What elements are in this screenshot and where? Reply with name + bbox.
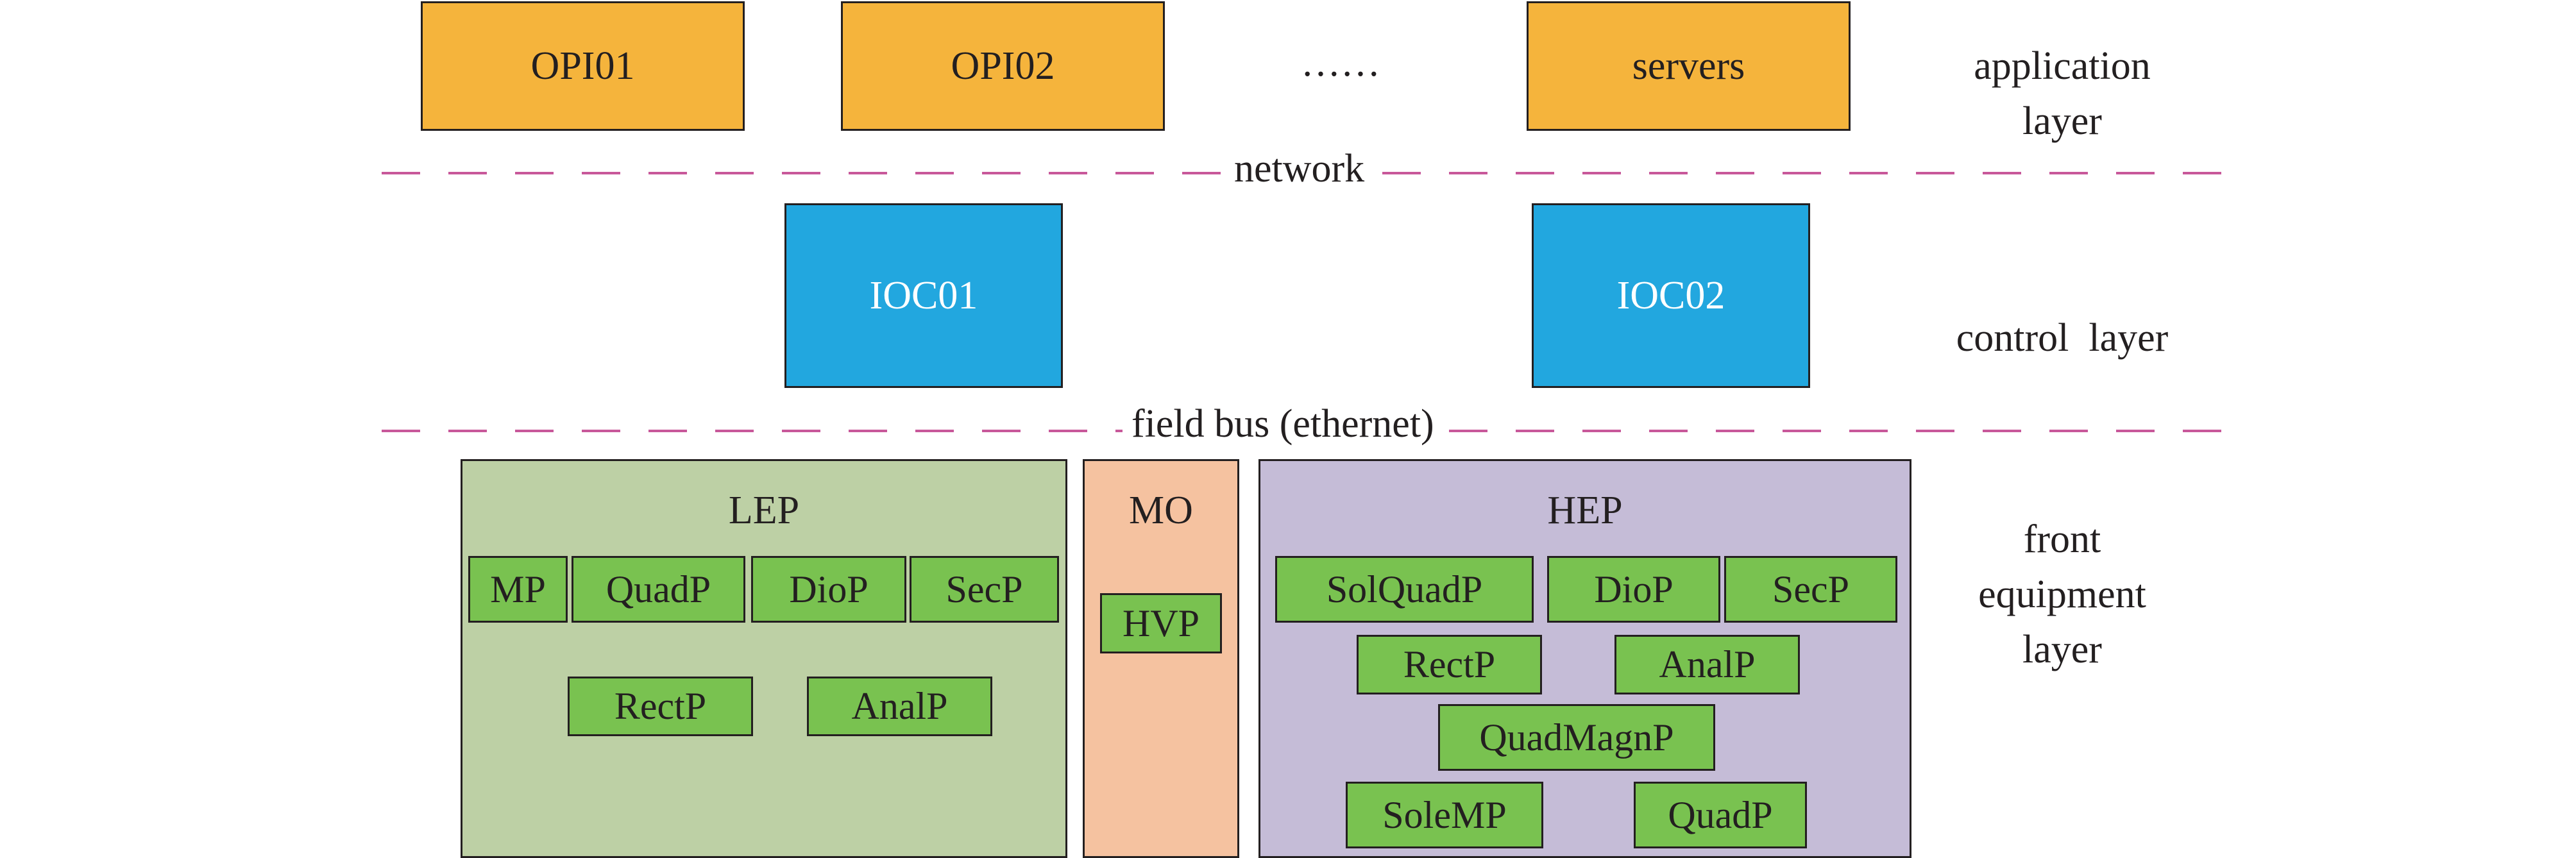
mo-hvp: HVP bbox=[1100, 593, 1222, 653]
lep-diop: DioP bbox=[751, 556, 906, 623]
lep-title: LEP bbox=[728, 489, 800, 532]
front-layer-label-line1: front bbox=[2023, 517, 2101, 561]
lep-analp: AnalP bbox=[807, 677, 992, 736]
mo-group: MO bbox=[1083, 459, 1239, 858]
hep-solquadp: SolQuadP bbox=[1275, 556, 1534, 623]
lep-rectp: RectP bbox=[568, 677, 753, 736]
front-layer-label-line3: layer bbox=[2022, 628, 2102, 671]
hep-title: HEP bbox=[1547, 489, 1623, 532]
lep-mp: MP bbox=[468, 556, 568, 623]
network-label: network bbox=[1225, 146, 1374, 192]
hep-diop: DioP bbox=[1547, 556, 1720, 623]
hep-rectp: RectP bbox=[1357, 635, 1542, 694]
control-layer-label: control layer bbox=[1956, 316, 2169, 360]
hep-solemp: SoleMP bbox=[1346, 782, 1543, 848]
application-layer-label-line1: application bbox=[1974, 44, 2151, 88]
front-layer-label-line2: equipment bbox=[1978, 573, 2146, 616]
ellipsis-more-nodes: …… bbox=[1301, 41, 1380, 85]
opi01-node: OPI01 bbox=[421, 1, 745, 131]
ioc01-node: IOC01 bbox=[784, 203, 1063, 388]
hep-secp: SecP bbox=[1724, 556, 1897, 623]
servers-node: servers bbox=[1527, 1, 1851, 131]
mo-title: MO bbox=[1129, 489, 1193, 532]
application-layer-label: application layer bbox=[1924, 38, 2200, 149]
lep-group: LEP bbox=[461, 459, 1067, 858]
lep-secp: SecP bbox=[910, 556, 1059, 623]
lep-quadp: QuadP bbox=[572, 556, 745, 623]
hep-quadp: QuadP bbox=[1634, 782, 1807, 848]
ioc02-node: IOC02 bbox=[1532, 203, 1810, 388]
application-layer-label-line2: layer bbox=[2022, 99, 2102, 143]
fieldbus-label: field bus (ethernet) bbox=[1123, 401, 1443, 447]
hep-analp: AnalP bbox=[1614, 635, 1800, 694]
opi02-node: OPI02 bbox=[841, 1, 1165, 131]
hep-quadmagnp: QuadMagnP bbox=[1438, 704, 1715, 771]
front-equipment-layer-label: front equipment layer bbox=[1924, 512, 2200, 677]
